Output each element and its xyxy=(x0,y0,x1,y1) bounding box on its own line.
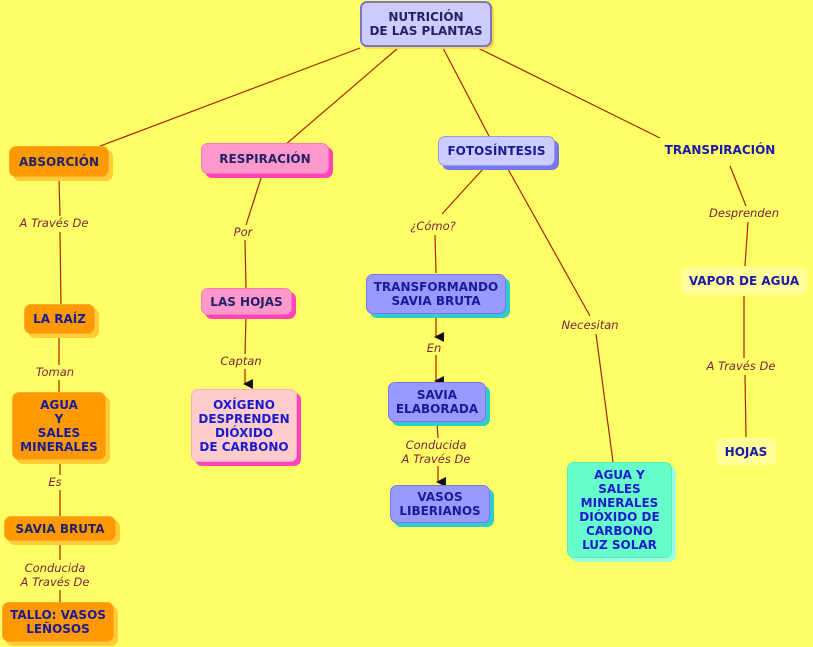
link-root-absorcion xyxy=(94,47,361,149)
node-oxigeno-dioxido[interactable]: OXÍGENO DESPRENDEN DIÓXIDO DE CARBONO xyxy=(191,389,297,462)
node-transpiracion[interactable]: TRANSPIRACIÓN xyxy=(664,143,776,157)
label-toman: Toman xyxy=(35,365,75,379)
node-savia-bruta[interactable]: SAVIA BRUTA xyxy=(4,516,116,541)
node-agua-sales-luz-solar[interactable]: AGUA Y SALES MINERALES DIÓXIDO DE CARBON… xyxy=(567,462,672,558)
node-agua-sales-minerales[interactable]: AGUA Y SALES MINERALES xyxy=(12,392,106,460)
link-root-respiracion xyxy=(284,47,399,146)
label-conducida-a-traves-de: Conducida A Través De xyxy=(20,561,90,589)
node-respiracion[interactable]: RESPIRACIÓN xyxy=(201,143,329,174)
node-absorcion[interactable]: ABSORCIÓN xyxy=(9,146,109,177)
node-vasos-liberianos[interactable]: VASOS LIBERIANOS xyxy=(390,485,490,523)
label-a-traves-de-2: A Través De xyxy=(706,359,776,373)
label-en: En xyxy=(426,341,442,355)
label-es: Es xyxy=(48,475,62,489)
label-desprenden: Desprenden xyxy=(709,206,779,220)
link-root-fotosintesis xyxy=(442,47,491,139)
label-captan: Captan xyxy=(220,354,262,368)
node-la-raiz[interactable]: LA RAÍZ xyxy=(24,304,95,334)
label-conducida-a-traves-de-2: Conducida A Través De xyxy=(401,438,471,466)
label-por: Por xyxy=(233,225,253,239)
node-tallo-vasos-lenosos[interactable]: TALLO: VASOS LEÑOSOS xyxy=(2,602,114,642)
label-como: ¿Cómo? xyxy=(410,219,456,233)
node-fotosintesis[interactable]: FOTOSÍNTESIS xyxy=(438,136,555,166)
link-root-transpiracion xyxy=(477,47,661,139)
node-transformando-savia-bruta[interactable]: TRANSFORMANDO SAVIA BRUTA xyxy=(366,274,506,314)
label-a-traves-de: A Través De xyxy=(19,216,89,230)
node-savia-elaborada[interactable]: SAVIA ELABORADA xyxy=(388,382,486,422)
node-hojas[interactable]: HOJAS xyxy=(716,438,776,465)
label-necesitan: Necesitan xyxy=(561,318,619,332)
node-vapor-de-agua[interactable]: VAPOR DE AGUA xyxy=(681,267,807,295)
node-las-hojas[interactable]: LAS HOJAS xyxy=(201,288,292,315)
node-nutricion-plantas[interactable]: NUTRICIÓN DE LAS PLANTAS xyxy=(360,1,492,47)
